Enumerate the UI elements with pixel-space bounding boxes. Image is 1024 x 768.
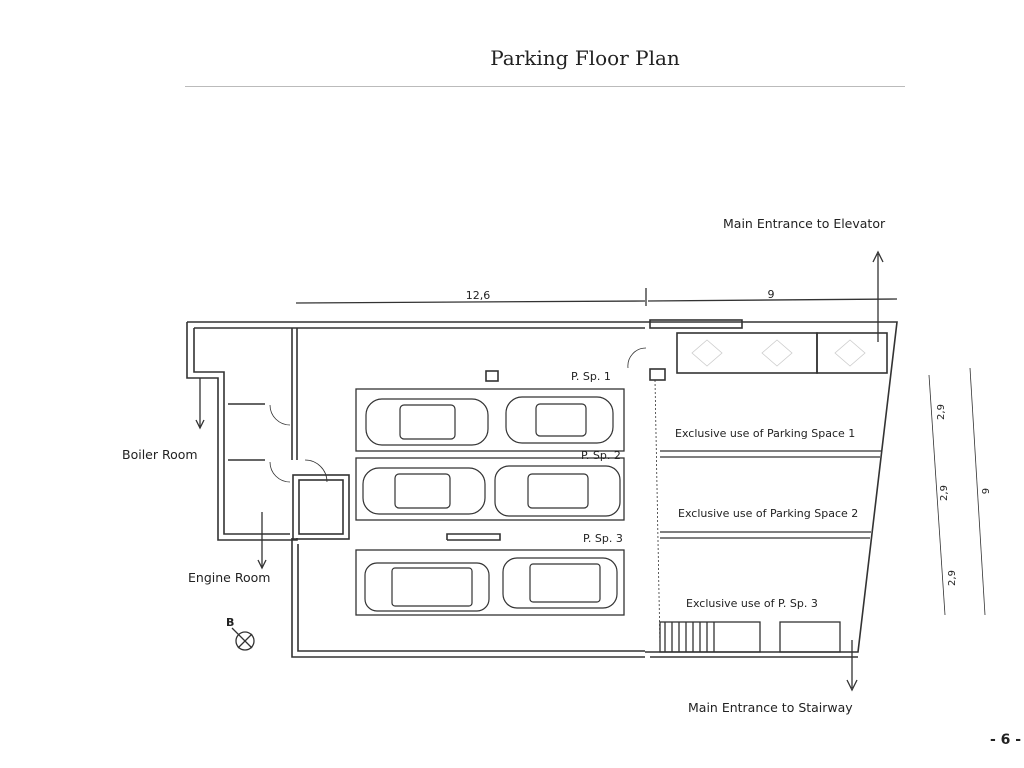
pavement-marks — [691, 339, 866, 367]
label-boiler-room: Boiler Room — [122, 447, 198, 462]
parking-bay-2 — [355, 457, 625, 521]
dimension-total-depth: 9 — [981, 488, 992, 494]
arrow-head-down-icon — [846, 679, 858, 692]
page-number: - 6 - — [990, 732, 1022, 748]
label-main-entrance-stairway: Main Entrance to Stairway — [688, 700, 853, 715]
car-icon — [365, 398, 489, 446]
dimension-line-total — [969, 367, 986, 616]
dimension-line-spaces — [928, 374, 946, 616]
cars — [362, 396, 621, 612]
stairway — [659, 621, 841, 653]
exclusive-space-3-label: Exclusive use of P. Sp. 3 — [686, 597, 818, 610]
exclusive-space-2-label: Exclusive use of Parking Space 2 — [678, 507, 858, 520]
exclusive-space-1-label: Exclusive use of Parking Space 1 — [675, 427, 855, 440]
door — [269, 404, 291, 426]
dimension-line-left — [295, 300, 646, 304]
parking-space-2-label: P. Sp. 2 — [581, 449, 621, 462]
arrow-head-down-icon — [195, 419, 205, 430]
dimension-space-1: 2,9 — [936, 404, 947, 420]
boundary-line — [654, 379, 661, 649]
car-icon — [362, 467, 486, 515]
parking-bay-1 — [355, 388, 625, 452]
title-divider — [185, 86, 905, 87]
car-icon — [502, 557, 618, 609]
dimension-label-right: 9 — [768, 288, 775, 301]
dimension-label-left: 12,6 — [466, 289, 491, 302]
arrow-head-up-icon — [872, 250, 884, 263]
section-marker-label: B — [226, 616, 234, 629]
parking-space-3-label: P. Sp. 3 — [583, 532, 623, 545]
car-icon — [494, 465, 621, 517]
label-engine-room: Engine Room — [188, 570, 271, 585]
car-icon — [364, 562, 490, 612]
dimension-space-3: 2,9 — [947, 570, 958, 586]
parking-bay-3 — [355, 549, 625, 616]
dimension-space-2: 2,9 — [939, 485, 950, 501]
walls — [186, 319, 898, 658]
car-icon — [505, 396, 614, 444]
door — [269, 461, 291, 483]
arrow-head-down-icon — [257, 559, 267, 570]
page-title: Parking Floor Plan — [490, 46, 680, 70]
section-marker-icon — [235, 631, 255, 651]
elevator-door — [304, 459, 328, 483]
door — [627, 347, 647, 369]
parking-space-1-label: P. Sp. 1 — [571, 370, 611, 383]
dimension-line-right — [647, 298, 898, 302]
label-main-entrance-elevator: Main Entrance to Elevator — [723, 216, 886, 231]
